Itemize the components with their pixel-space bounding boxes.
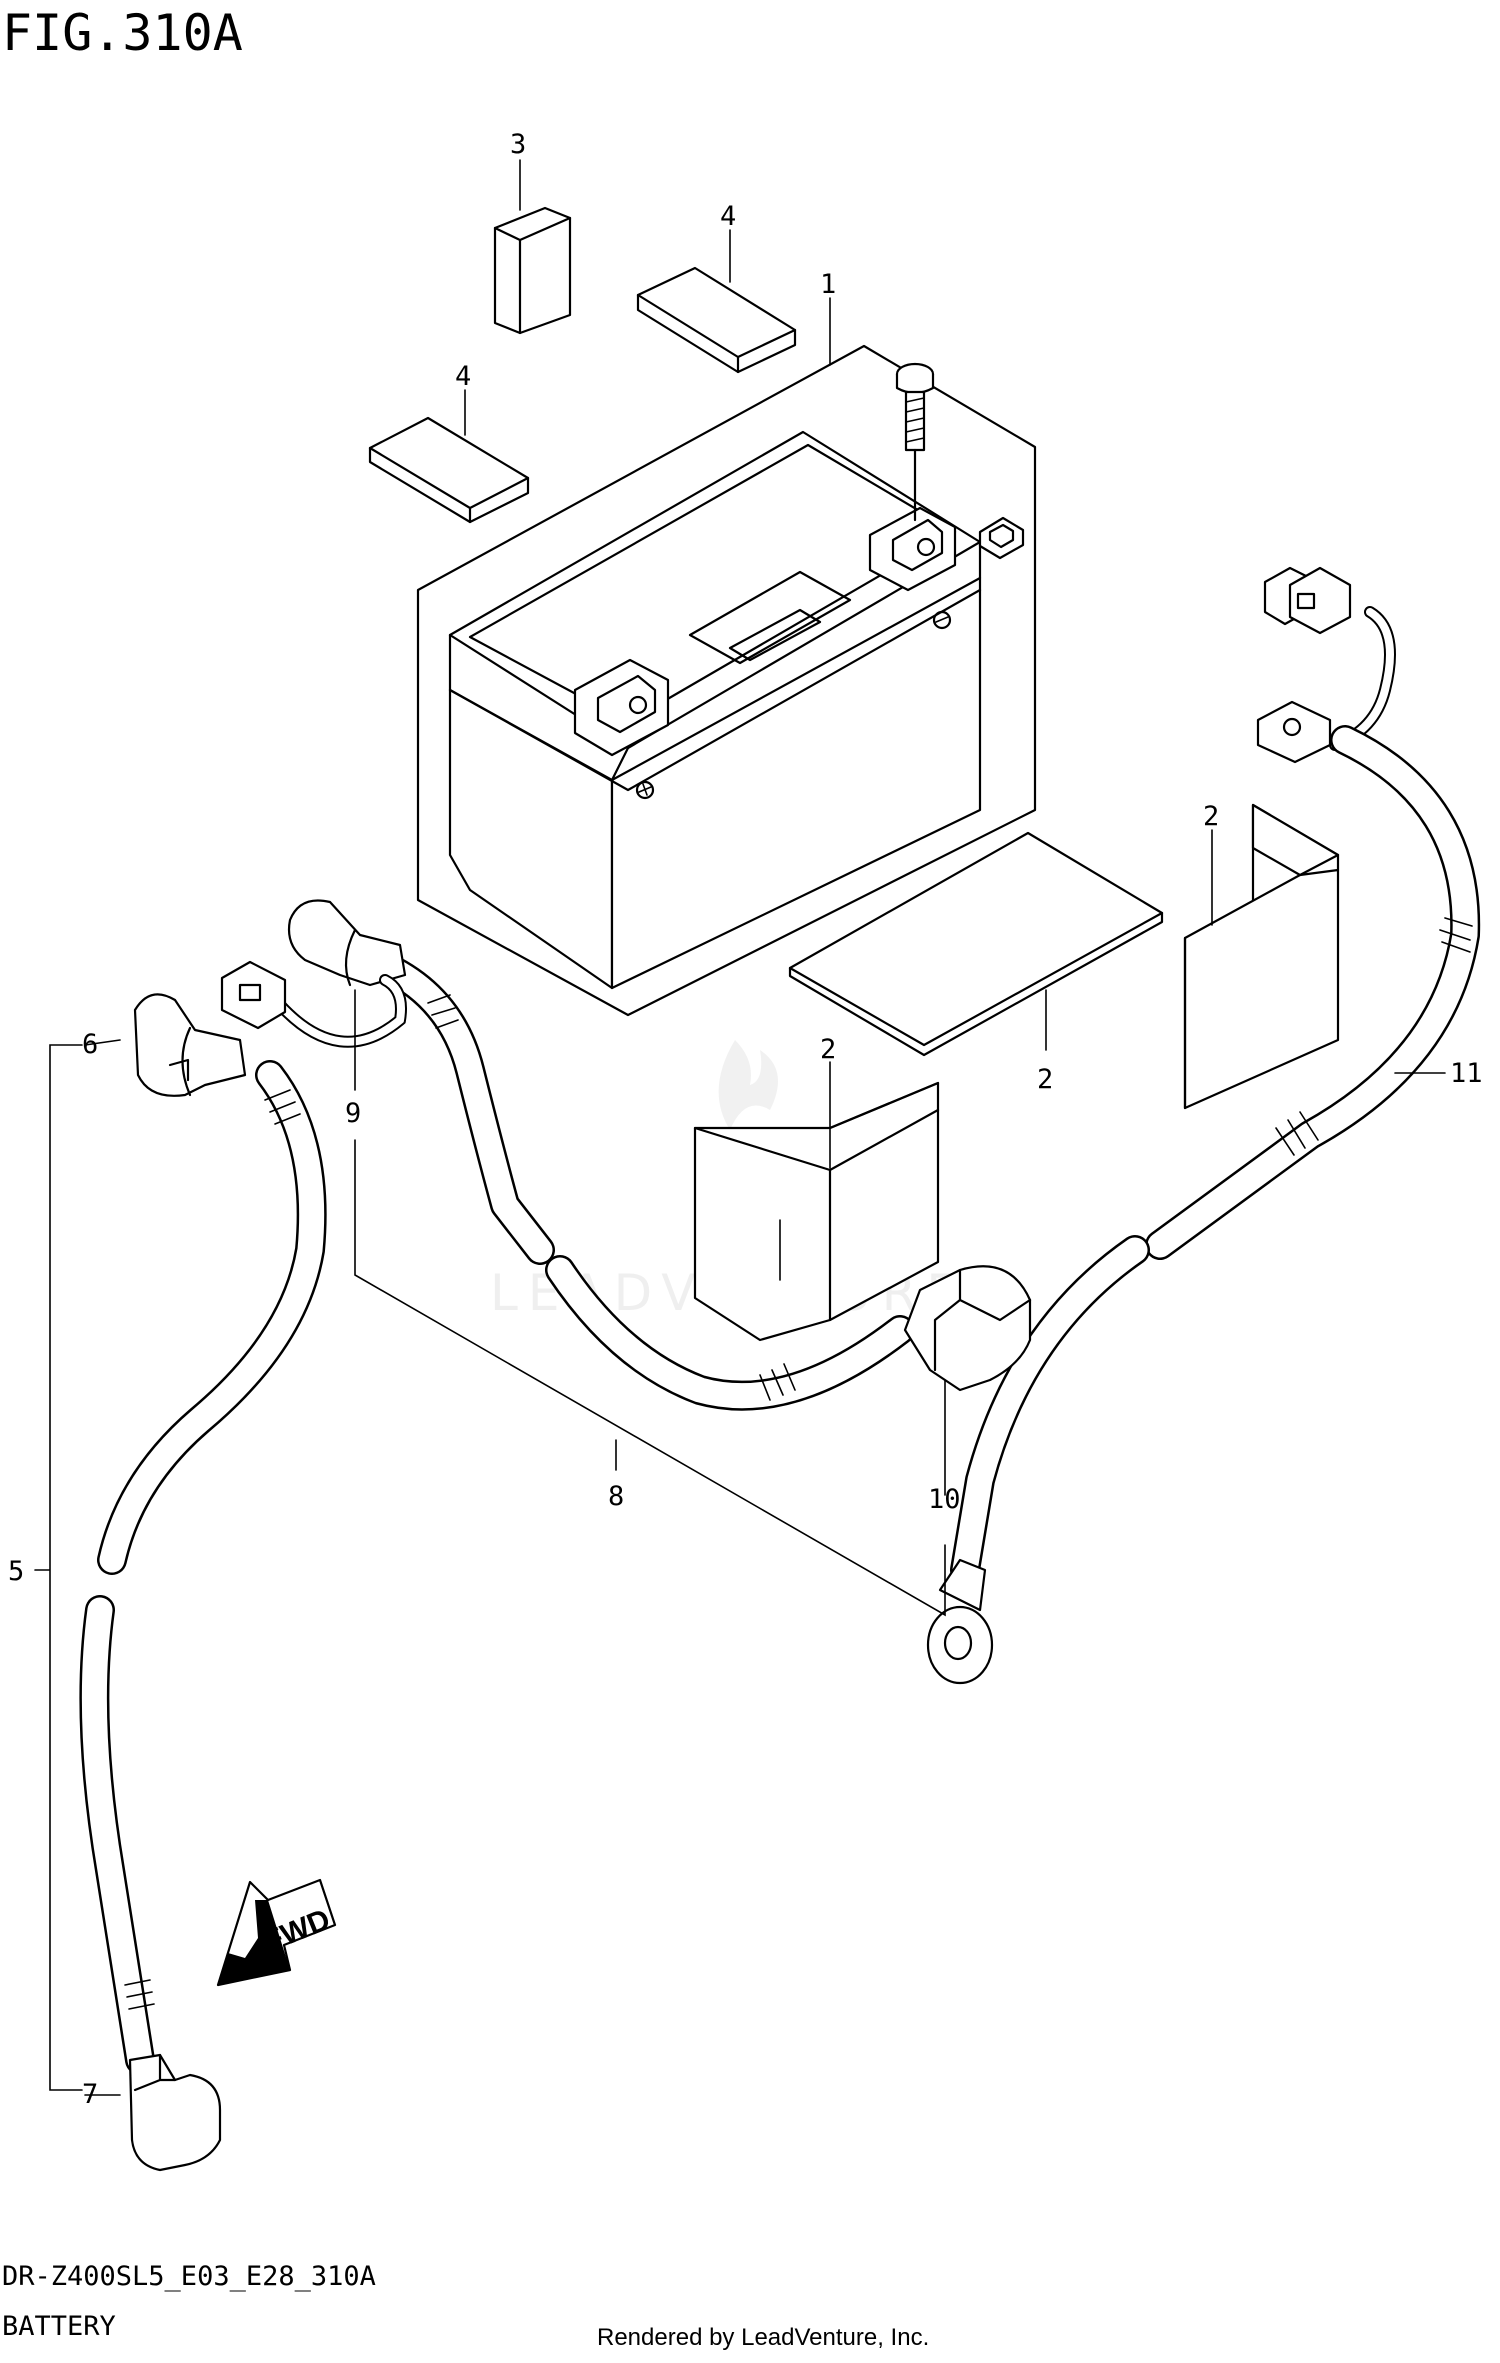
terminal-bolt: [895, 362, 935, 522]
minus-mark-icon: [932, 610, 952, 630]
callout-4-upper: 4: [720, 201, 736, 232]
pad-part-4-lower: [368, 416, 530, 524]
pad-part-2-flat: [788, 831, 1164, 1057]
figure-code: DR-Z400SL5_E03_E28_310A: [2, 2261, 376, 2292]
figure-name: BATTERY: [2, 2311, 116, 2342]
negative-lead-part-5: [79, 993, 327, 2172]
harness-part-8: [220, 899, 915, 1411]
callout-8: 8: [608, 1481, 624, 1512]
callout-3: 3: [510, 129, 526, 160]
callout-2-middle: 2: [820, 1034, 836, 1065]
negative-terminal: [573, 658, 670, 757]
callout-5: 5: [8, 1556, 24, 1587]
callout-4-lower: 4: [455, 361, 471, 392]
callout-numbers: 1 2 2 2 3 4 4 5 6 7 8 9 10 11: [8, 129, 1483, 2110]
callout-9: 9: [345, 1098, 361, 1129]
callout-10: 10: [928, 1484, 961, 1515]
terminal-nut: [978, 516, 1025, 560]
callout-1: 1: [820, 269, 836, 300]
figure-title: FIG.310A: [2, 4, 243, 62]
terminal-cap-part-7: [128, 2053, 222, 2172]
spacer-block-part-3: [493, 206, 572, 335]
callout-7: 7: [82, 2079, 98, 2110]
fwd-arrow-icon: FWD: [216, 1878, 337, 1987]
callout-6: 6: [82, 1029, 98, 1060]
render-credit: Rendered by LeadVenture, Inc.: [597, 2324, 929, 2351]
callout-2-flat: 2: [1037, 1064, 1053, 1095]
positive-lead-part-11: [926, 566, 1481, 1685]
cover-part-2-right: [1183, 803, 1340, 1110]
cover-part-2-middle: [693, 1081, 940, 1342]
callout-11: 11: [1450, 1058, 1483, 1089]
callout-2-right: 2: [1203, 801, 1219, 832]
battery-part-1: [416, 344, 1037, 1017]
plus-mark-icon: [635, 780, 655, 800]
positive-terminal: [868, 506, 957, 592]
pad-part-4-upper: [636, 266, 797, 374]
terminal-cap-part-6: [133, 993, 247, 1097]
leader-lines: [34, 159, 1446, 2096]
terminal-cover-part-10: [903, 1265, 1032, 1392]
